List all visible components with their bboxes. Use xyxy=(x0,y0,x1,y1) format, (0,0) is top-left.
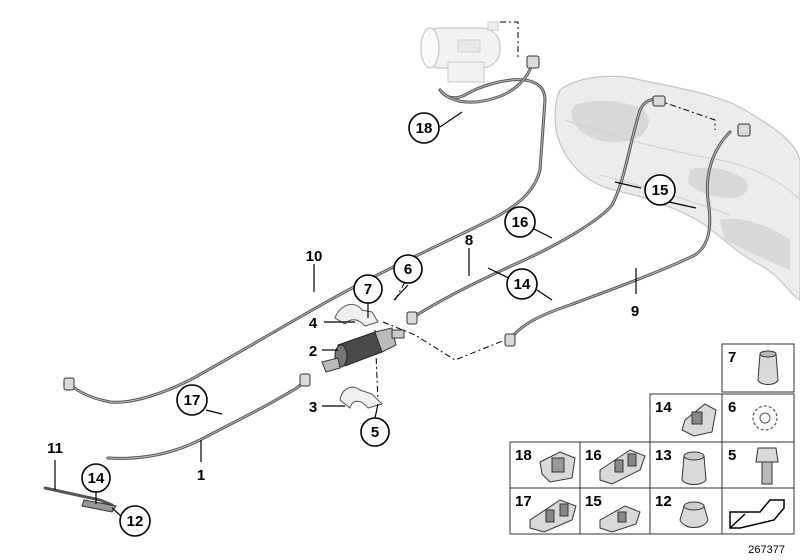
reference-dash-lines xyxy=(374,21,716,403)
bracket-strip xyxy=(81,499,117,513)
label-11[interactable]: 11 xyxy=(47,440,63,457)
legend-cell-7[interactable]: 7 xyxy=(721,343,795,393)
svg-text:14: 14 xyxy=(88,470,105,487)
callout-18[interactable]: 18 xyxy=(408,112,440,144)
callout-15[interactable]: 15 xyxy=(644,174,676,206)
svg-text:6: 6 xyxy=(404,261,412,278)
svg-text:14: 14 xyxy=(514,276,531,293)
legend-cell-15[interactable]: 15 xyxy=(579,487,651,535)
legend-cell-6[interactable]: 6 xyxy=(721,393,795,443)
svg-text:7: 7 xyxy=(728,349,736,366)
label-2[interactable]: 2 xyxy=(309,343,317,360)
svg-text:18: 18 xyxy=(515,447,532,464)
svg-text:7: 7 xyxy=(364,281,372,298)
label-4[interactable]: 4 xyxy=(309,315,318,332)
legend-cell-16[interactable]: 16 xyxy=(579,441,651,489)
legend-grid: 7 14 6 18 16 xyxy=(509,343,795,535)
svg-text:17: 17 xyxy=(184,392,201,409)
diagram-id: 267377 xyxy=(748,544,785,556)
svg-text:13: 13 xyxy=(655,447,672,464)
svg-text:12: 12 xyxy=(655,493,672,510)
callout-7[interactable]: 7 xyxy=(353,274,383,304)
svg-text:14: 14 xyxy=(655,399,672,416)
callout-6[interactable]: 6 xyxy=(393,254,423,284)
callout-12[interactable]: 12 xyxy=(119,505,151,537)
fuel-lines xyxy=(43,62,732,507)
svg-text:16: 16 xyxy=(512,214,529,231)
connectors xyxy=(63,55,751,391)
svg-text:5: 5 xyxy=(371,424,379,441)
label-9[interactable]: 9 xyxy=(631,303,639,320)
svg-text:15: 15 xyxy=(585,493,602,510)
svg-text:15: 15 xyxy=(652,182,669,199)
leader-lines xyxy=(54,111,697,517)
label-10[interactable]: 10 xyxy=(306,248,323,265)
callout-17[interactable]: 17 xyxy=(176,384,208,416)
svg-text:17: 17 xyxy=(515,493,532,510)
legend-cell-12[interactable]: 12 xyxy=(649,487,723,535)
legend-cell-18[interactable]: 18 xyxy=(509,441,581,489)
legend-cell-13[interactable]: 13 xyxy=(649,441,723,489)
svg-text:18: 18 xyxy=(416,120,433,137)
svg-text:5: 5 xyxy=(728,447,736,464)
legend-cell-5[interactable]: 5 xyxy=(721,441,795,489)
legend-cell-17[interactable]: 17 xyxy=(509,487,581,535)
callout-5[interactable]: 5 xyxy=(360,417,390,447)
charcoal-canister xyxy=(420,21,501,83)
label-8[interactable]: 8 xyxy=(465,232,473,249)
svg-text:12: 12 xyxy=(127,513,144,530)
callout-14-upper[interactable]: 14 xyxy=(506,268,538,300)
fuel-filter xyxy=(321,327,405,373)
legend-cell-arrow xyxy=(721,487,795,535)
label-1[interactable]: 1 xyxy=(197,467,205,484)
bracket-lower xyxy=(339,386,383,409)
callout-16[interactable]: 16 xyxy=(504,206,536,238)
svg-text:6: 6 xyxy=(728,399,736,416)
legend-cell-14[interactable]: 14 xyxy=(649,393,723,443)
fuel-tank xyxy=(554,75,800,301)
bracket-upper xyxy=(334,303,379,327)
svg-text:16: 16 xyxy=(585,447,602,464)
callout-14-lower[interactable]: 14 xyxy=(81,463,111,493)
arrow-icon xyxy=(729,499,785,529)
label-3[interactable]: 3 xyxy=(309,399,317,416)
